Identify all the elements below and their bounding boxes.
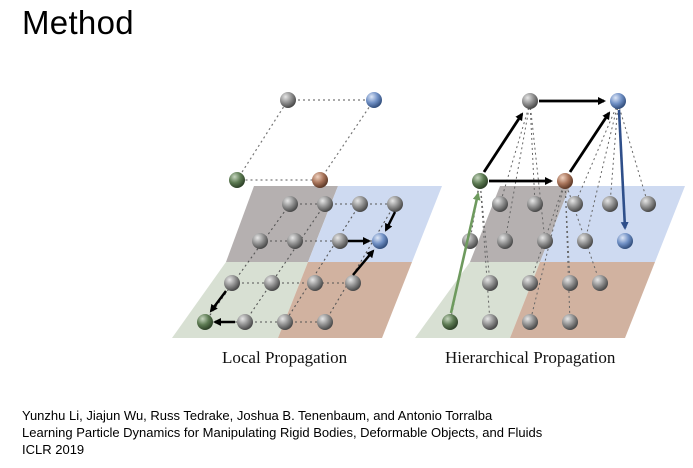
hierarchical-lower-nodes — [442, 196, 656, 330]
node-upper-green — [229, 172, 245, 188]
blue-down-arrow — [617, 109, 629, 230]
hierarchical-propagation-caption: Hierarchical Propagation — [445, 348, 616, 367]
citation-authors: Yunzhu Li, Jiajun Wu, Russ Tedrake, Josh… — [22, 408, 493, 423]
local-arrows — [209, 211, 397, 326]
citation-paper-title: Learning Particle Dynamics for Manipulat… — [22, 425, 543, 440]
node-upper-gray — [522, 93, 538, 109]
hierarchical-propagation-diagram: Hierarchical Propagation — [415, 93, 685, 367]
region-brown — [510, 262, 655, 338]
node-upper-gray — [280, 92, 296, 108]
local-propagation-diagram: Local Propagation — [172, 92, 442, 367]
hierarchical-arrows — [482, 97, 611, 185]
node-upper-brown — [557, 173, 573, 189]
propagation-figure: Local Propagation — [172, 92, 685, 367]
node-upper-green — [472, 173, 488, 189]
upper-level-outline — [235, 99, 376, 181]
node-upper-blue — [610, 93, 626, 109]
citation-venue: ICLR 2019 — [22, 442, 85, 457]
citation-block: Yunzhu Li, Jiajun Wu, Russ Tedrake, Josh… — [22, 407, 542, 458]
slide-title: Method — [22, 4, 134, 41]
node-upper-blue — [366, 92, 382, 108]
local-lower-nodes — [197, 196, 403, 330]
node-upper-brown — [312, 172, 328, 188]
green-up-arrow — [449, 192, 481, 314]
local-propagation-caption: Local Propagation — [222, 348, 348, 367]
